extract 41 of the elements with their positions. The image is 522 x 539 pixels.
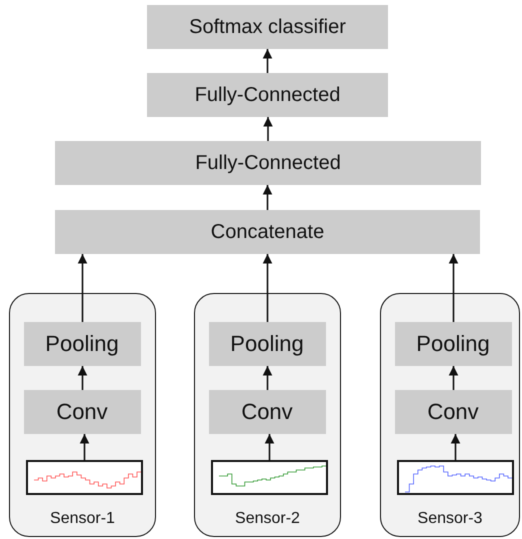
layer-label: Concatenate <box>210 220 324 244</box>
layer-box <box>55 210 480 254</box>
arrow <box>262 254 272 322</box>
layer-label: Fully-Connected <box>195 152 341 174</box>
layer-box <box>394 390 512 434</box>
signal-plot <box>26 460 142 494</box>
layer-label: Pooling <box>45 330 119 356</box>
arrow <box>262 185 272 210</box>
arrow <box>448 254 458 322</box>
layer-box <box>147 73 388 117</box>
layer-label: Conv <box>56 398 108 424</box>
layer-label: Softmax classifier <box>189 16 346 38</box>
arrow <box>80 434 90 460</box>
layer-label: Pooling <box>230 330 304 356</box>
layer-box <box>55 141 481 185</box>
layer-box <box>147 5 388 49</box>
layer-label: Conv <box>427 398 479 424</box>
sensor-panel <box>380 293 520 537</box>
sensor-label: Sensor-3 <box>416 510 484 528</box>
arrow <box>262 366 272 390</box>
layer-label: Pooling <box>416 330 490 356</box>
arrow <box>448 366 458 390</box>
sensor-panel <box>194 293 341 537</box>
layer-label: Fully-Connected <box>194 84 340 106</box>
layer-box <box>24 390 140 434</box>
arrow <box>262 49 272 73</box>
arrow <box>450 434 460 460</box>
arrow <box>78 254 88 322</box>
signal-plot <box>396 460 514 494</box>
arrow <box>263 117 273 141</box>
layer-box <box>208 322 326 366</box>
sensor-label: Sensor-2 <box>234 510 301 528</box>
sensor-panel <box>9 293 156 537</box>
signal-plot <box>210 460 328 494</box>
layer-label: Conv <box>241 398 293 424</box>
layer-box <box>208 390 326 434</box>
layer-box <box>394 322 512 366</box>
layer-box <box>24 322 140 366</box>
arrow <box>78 366 88 390</box>
arrow <box>264 434 274 460</box>
sensor-label: Sensor-1 <box>49 510 116 528</box>
